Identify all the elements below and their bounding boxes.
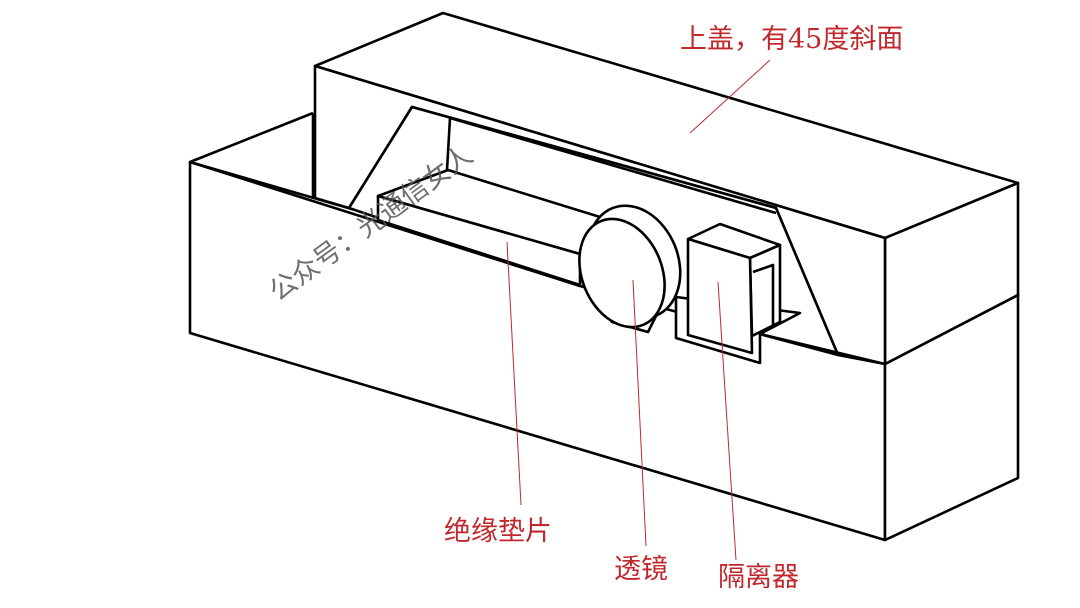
lens-label: 透镜: [614, 554, 668, 585]
isolator-label: 隔离器: [718, 562, 799, 593]
cover-leader-line: [689, 59, 771, 134]
lens: [578, 204, 682, 334]
pad-leader-line: [506, 241, 522, 506]
base-top-edge-right: [759, 332, 886, 366]
pad-label: 绝缘垫片: [444, 516, 552, 547]
insulating-pad: [376, 168, 602, 287]
cover-label: 上盖，有45度斜面: [680, 24, 903, 55]
isolator: [674, 222, 802, 365]
isolator-leader-line: [717, 281, 737, 561]
lens-leader-line: [632, 279, 647, 547]
